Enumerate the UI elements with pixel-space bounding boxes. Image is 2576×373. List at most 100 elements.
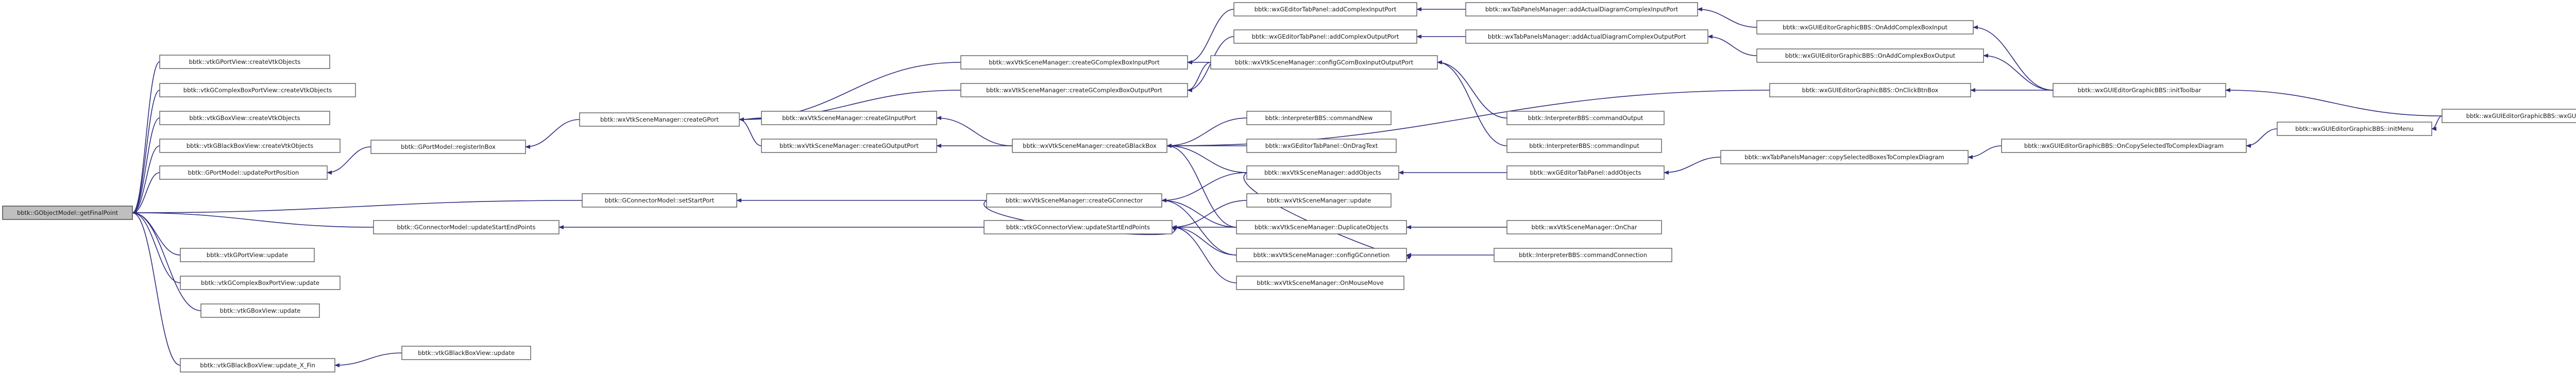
- node-box: [960, 55, 1188, 70]
- graph-node-sm-createGConn[interactable]: bbtk::wxVtkSceneManager::createGConnecto…: [986, 193, 1162, 208]
- graph-node-gui-initMenu[interactable]: bbtk::wxGUIEditorGraphicBBS::initMenu: [2277, 122, 2432, 136]
- graph-node-v-port-upd[interactable]: bbtk::vtkGPortView::update: [180, 248, 315, 262]
- graph-node-v-ccbport[interactable]: bbtk::vtkGComplexBoxPortView::createVtkO…: [159, 83, 356, 97]
- graph-node-gui-onAddCOut[interactable]: bbtk::wxGUIEditorGraphicBBS::OnAddComple…: [1756, 48, 1984, 63]
- graph-node-gport-reg[interactable]: bbtk::GPortModel::registerInBox: [370, 140, 526, 154]
- node-box: [200, 303, 320, 318]
- graph-node-sm-createGOutPort[interactable]: bbtk::wxVtkSceneManager::createGOutputPo…: [761, 139, 937, 153]
- graph-node-sm-createGBB[interactable]: bbtk::wxVtkSceneManager::createGBlackBox: [1012, 139, 1167, 153]
- graph-node-gui-ctor[interactable]: bbtk::wxGUIEditorGraphicBBS::wxGUIEditor…: [2442, 109, 2576, 123]
- graph-node-sm-addObjects[interactable]: bbtk::wxVtkSceneManager::addObjects: [1246, 165, 1399, 180]
- graph-node-vcv-updStart[interactable]: bbtk::vtkGConnectorView::updateStartEndP…: [984, 220, 1173, 234]
- graph-node-sm-update[interactable]: bbtk::wxVtkSceneManager::update: [1246, 193, 1392, 208]
- call-edge-tpm_copySel-to-etp_addObjects: [1664, 157, 1721, 175]
- node-label: bbtk::wxGEditorTabPanel::addComplexOutpu…: [1252, 33, 1399, 40]
- node-box: [180, 276, 341, 290]
- graph-node-etp-addCOut[interactable]: bbtk::wxGEditorTabPanel::addComplexOutpu…: [1233, 29, 1417, 44]
- node-label: bbtk::wxVtkSceneManager::configGComBoxIn…: [1235, 59, 1414, 66]
- graph-node-gui-initToolbar[interactable]: bbtk::wxGUIEditorGraphicBBS::initToolbar: [2053, 83, 2226, 97]
- node-label: bbtk::wxGUIEditorGraphicBBS::OnAddComple…: [1783, 24, 1948, 31]
- node-box: [984, 220, 1173, 234]
- node-box: [1210, 55, 1438, 70]
- call-edge-v_cbport_upd-to-root: [132, 211, 181, 283]
- graph-node-sm-configGConn[interactable]: bbtk::wxVtkSceneManager::configGConnetio…: [1236, 248, 1407, 262]
- graph-node-sm-createCBOutPort[interactable]: bbtk::wxVtkSceneManager::createGComplexB…: [960, 83, 1188, 97]
- node-label: bbtk::InterpreterBBS::commandOutput: [1528, 114, 1643, 122]
- graph-node-v-cbb[interactable]: bbtk::vtkGBlackBoxView::createVtkObjects: [159, 139, 341, 153]
- graph-node-gport-upd[interactable]: bbtk::GPortModel::updatePortPosition: [159, 165, 328, 180]
- node-box: [1756, 48, 1984, 63]
- graph-node-etp-addCIn[interactable]: bbtk::wxGEditorTabPanel::addComplexInput…: [1233, 2, 1417, 16]
- call-edge-etp_addCIn-to-sm_createCBInPort: [1187, 9, 1234, 64]
- graph-node-sm-createGInPort[interactable]: bbtk::wxVtkSceneManager::createGInputPor…: [761, 111, 937, 125]
- graph-node-interp-cmdConn[interactable]: bbtk::InterpreterBBS::commandConnection: [1494, 248, 1672, 262]
- graph-node-root[interactable]: bbtk::GObjectModel::getFinalPoint: [2, 206, 133, 220]
- graph-node-v-cport[interactable]: bbtk::vtkGPortView::createVtkObjects: [159, 55, 330, 69]
- node-box: [1012, 139, 1167, 153]
- node-label: bbtk::wxVtkSceneManager::addObjects: [1264, 169, 1381, 176]
- graph-node-etp-onDrag[interactable]: bbtk::wxGEditorTabPanel::OnDragText: [1246, 139, 1397, 153]
- node-box: [1246, 139, 1397, 153]
- graph-node-gcm-updStart[interactable]: bbtk::GConnectorModel::updateStartEndPoi…: [373, 220, 560, 234]
- graph-node-v-cbox[interactable]: bbtk::vtkGBoxView::createVtkObjects: [159, 111, 330, 125]
- graph-node-sm-createGPort[interactable]: bbtk::wxVtkSceneManager::createGPort: [579, 112, 740, 127]
- node-label: bbtk::wxGUIEditorGraphicBBS::OnClickBtnB…: [1802, 87, 1939, 94]
- call-edge-gui_ctor-to-gui_initToolbar: [2225, 88, 2443, 116]
- node-label: bbtk::wxTabPanelsManager::addActualDiagr…: [1485, 6, 1679, 13]
- call-edge-sm_configGConn-to-sm_createGConn: [1161, 198, 1237, 256]
- graph-node-v-bb-updXFin[interactable]: bbtk::vtkGBlackBoxView::update_X_Fin: [180, 358, 335, 372]
- node-label: bbtk::GConnectorModel::setStartPort: [605, 197, 715, 204]
- node-label: bbtk::vtkGBoxView::update: [220, 307, 301, 314]
- call-edge-gcm_updStart-to-root: [132, 211, 374, 228]
- graph-node-gui-onAddCIn[interactable]: bbtk::wxGUIEditorGraphicBBS::OnAddComple…: [1756, 20, 1974, 35]
- call-edge-v_bb_updXFin-to-root: [132, 211, 181, 366]
- call-edge-sm_addObjects-to-sm_configGConn: [1243, 172, 1412, 260]
- node-label: bbtk::InterpreterBBS::commandInput: [1529, 142, 1639, 149]
- graph-node-interp-cmdOut[interactable]: bbtk::InterpreterBBS::commandOutput: [1506, 111, 1665, 125]
- node-label: bbtk::wxGUIEditorGraphicBBS::OnAddComple…: [1785, 52, 1956, 59]
- graph-node-v-cbport-upd[interactable]: bbtk::vtkGComplexBoxPortView::update: [180, 276, 341, 290]
- node-box: [579, 112, 740, 127]
- call-edge-sm_createGPort-to-gport_reg: [525, 119, 580, 149]
- graph-node-interp-cmdIn[interactable]: bbtk::InterpreterBBS::commandInput: [1506, 139, 1662, 153]
- call-edge-v_cbox-to-root: [132, 117, 160, 215]
- graph-node-tpm-copySel[interactable]: bbtk::wxTabPanelsManager::copySelectedBo…: [1720, 150, 1969, 164]
- node-box: [960, 83, 1188, 97]
- call-edge-gui_onAddCIn-to-tpm_addCIn: [1697, 7, 1757, 28]
- call-edge-sm_dupObjects-to-sm_createGConn: [1161, 198, 1237, 228]
- node-label: bbtk::wxVtkSceneManager::DuplicateObject…: [1255, 224, 1388, 231]
- node-label: bbtk::wxGUIEditorGraphicBBS::initToolbar: [2078, 87, 2201, 94]
- node-box: [1236, 276, 1404, 290]
- graph-node-v-bb-upd[interactable]: bbtk::vtkGBlackBoxView::update: [401, 346, 531, 360]
- node-box: [1506, 165, 1665, 180]
- node-label: bbtk::wxVtkSceneManager::OnChar: [1531, 224, 1637, 231]
- graph-node-sm-configCBIO[interactable]: bbtk::wxVtkSceneManager::configGComBoxIn…: [1210, 55, 1438, 70]
- call-edge-gui_onCopySel-to-tpm_copySel: [1968, 145, 2002, 159]
- graph-node-gcm-setStart[interactable]: bbtk::GConnectorModel::setStartPort: [582, 193, 737, 208]
- graph-node-sm-onMouseMove[interactable]: bbtk::wxVtkSceneManager::OnMouseMove: [1236, 276, 1404, 290]
- call-edge-sm_update-to-vcv_updStart: [1172, 200, 1247, 229]
- graph-node-etp-addObjects[interactable]: bbtk::wxGEditorTabPanel::addObjects: [1506, 165, 1665, 180]
- node-box: [159, 165, 328, 180]
- call-edge-sm_configGConn-to-vcv_updStart: [1172, 225, 1237, 256]
- graph-node-gui-onCopySel[interactable]: bbtk::wxGUIEditorGraphicBBS::OnCopySelec…: [2001, 139, 2247, 153]
- node-box: [159, 83, 356, 97]
- graph-node-v-box-upd[interactable]: bbtk::vtkGBoxView::update: [200, 303, 320, 318]
- node-box: [2442, 109, 2576, 123]
- graph-node-tpm-addCOut[interactable]: bbtk::wxTabPanelsManager::addActualDiagr…: [1465, 29, 1708, 44]
- graph-node-interp-cmdNew[interactable]: bbtk::InterpreterBBS::commandNew: [1246, 111, 1392, 125]
- node-label: bbtk::wxVtkSceneManager::OnMouseMove: [1257, 279, 1383, 286]
- node-label: bbtk::wxTabPanelsManager::copySelectedBo…: [1744, 154, 1944, 161]
- node-label: bbtk::GObjectModel::getFinalPoint: [17, 209, 118, 216]
- node-label: bbtk::wxVtkSceneManager::update: [1267, 197, 1371, 204]
- graph-node-sm-onChar[interactable]: bbtk::wxVtkSceneManager::OnChar: [1506, 220, 1662, 234]
- call-edge-gcm_setStart-to-root: [132, 200, 583, 215]
- graph-node-tpm-addCIn[interactable]: bbtk::wxTabPanelsManager::addActualDiagr…: [1465, 2, 1698, 16]
- graph-node-sm-dupObjects[interactable]: bbtk::wxVtkSceneManager::DuplicateObject…: [1236, 220, 1407, 234]
- graph-node-sm-createCBInPort[interactable]: bbtk::wxVtkSceneManager::createGComplexB…: [960, 55, 1188, 70]
- call-edge-interp_cmdOut-to-sm_configCBIO: [1437, 60, 1507, 118]
- node-box: [1246, 165, 1399, 180]
- graph-node-gui-onClickBtn[interactable]: bbtk::wxGUIEditorGraphicBBS::OnClickBtnB…: [1769, 83, 1971, 97]
